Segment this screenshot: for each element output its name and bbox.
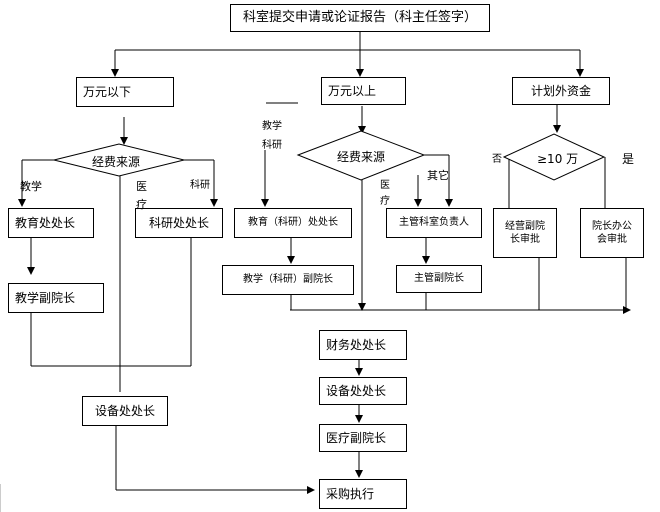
teaching-label-mid: 教学: [262, 121, 282, 132]
edu-research-vp-box: 教学（科研）副院长: [222, 265, 354, 295]
under-10k-box: 万元以下: [76, 77, 174, 107]
office-meeting-approval-box: 院长办公会审批: [580, 208, 644, 258]
supervising-vp-box: 主管副院长: [396, 265, 482, 293]
edu-vp-text: 教学副院长: [15, 290, 76, 305]
amount-threshold-diamond: [502, 133, 606, 181]
funding-source-diamond-mid: [296, 130, 426, 181]
ops-vp-line2: 长审批: [510, 234, 540, 245]
other-label-mid: 其它: [427, 169, 449, 182]
supervising-vp-text: 主管副院长: [414, 273, 464, 285]
edu-research-director-text: 教育（科研）处处长: [248, 217, 338, 229]
equipment-director-left-box: 设备处处长: [82, 396, 168, 426]
teaching-label-left: 教学: [20, 180, 42, 193]
over-10k-box: 万元以上: [321, 77, 406, 105]
funding-source-mid-text: 经费来源: [337, 150, 386, 164]
research-director-text: 科研处处长: [148, 215, 209, 230]
finance-director-box: 财务处处长: [319, 330, 407, 360]
funding-source-diamond-left: [53, 143, 185, 177]
submit-request-box: 科室提交申请或论证报告（科主任签字）: [230, 4, 490, 32]
dept-head-text: 主管科室负责人: [399, 217, 469, 229]
edu-research-vp-text: 教学（科研）副院长: [243, 274, 333, 286]
submit-request-text: 科室提交申请或论证报告（科主任签字）: [242, 10, 477, 26]
equipment-director-box: 设备处处长: [319, 377, 407, 405]
procurement-text: 采购执行: [326, 486, 375, 501]
finance-director-text: 财务处处长: [326, 337, 387, 352]
equipment-director-text: 设备处处长: [326, 383, 387, 398]
no-label: 否: [492, 154, 502, 165]
unplanned-funds-box: 计划外资金: [512, 77, 610, 105]
medical-vp-box: 医疗副院长: [319, 424, 407, 452]
medical-label-left: 医疗: [136, 180, 147, 211]
funding-source-left-text: 经费来源: [92, 155, 141, 169]
medical-vp-text: 医疗副院长: [326, 430, 387, 445]
research-label-mid: 科研: [262, 140, 282, 151]
yes-label: 是: [622, 152, 635, 166]
equipment-director-left-text: 设备处处长: [94, 403, 155, 418]
medical-label-mid: 医疗: [380, 180, 390, 207]
edu-director-box: 教育处处长: [8, 208, 94, 238]
research-label-left: 科研: [190, 180, 210, 191]
ops-vp-approval-box: 经营副院长审批: [493, 208, 557, 258]
edu-vp-box: 教学副院长: [8, 283, 104, 313]
under-10k-text: 万元以下: [83, 84, 132, 99]
over-10k-text: 万元以上: [328, 83, 377, 98]
office-meeting-line2: 会审批: [597, 234, 627, 245]
edu-research-director-box: 教育（科研）处处长: [234, 208, 352, 238]
edu-director-text: 教育处处长: [15, 215, 76, 230]
procurement-box: 采购执行: [319, 479, 407, 509]
research-director-box: 科研处处长: [135, 208, 223, 238]
threshold-text: ≥10 万: [537, 152, 579, 166]
ops-vp-line1: 经营副院: [505, 220, 545, 232]
dept-head-box: 主管科室负责人: [386, 208, 482, 238]
unplanned-funds-text: 计划外资金: [530, 83, 591, 98]
office-meeting-line1: 院长办公: [592, 220, 632, 232]
